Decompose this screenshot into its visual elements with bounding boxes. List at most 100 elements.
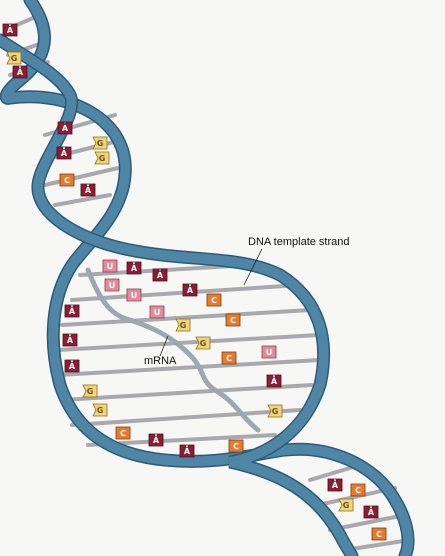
uracil-shape [104, 278, 120, 292]
base-U: U [149, 305, 165, 319]
base-A: A [64, 359, 80, 373]
adenine-shape [327, 478, 343, 492]
mrna-backbone [85, 267, 261, 433]
adenine-shape [56, 146, 72, 160]
base-pair-rung [343, 538, 412, 552]
base-A: A [182, 283, 198, 297]
base-letter: A [157, 271, 164, 280]
base-letter: A [131, 264, 138, 273]
base-U: U [102, 259, 118, 273]
base-letter: G [11, 54, 18, 63]
base-C: C [221, 351, 237, 365]
dna-template-strand-label: DNA template strand [248, 236, 350, 248]
cytosine-shape [115, 426, 131, 440]
base-G: G [267, 404, 283, 418]
base-letter: G [87, 387, 94, 396]
uracil-shape [126, 288, 142, 302]
guanine-shape [6, 51, 22, 65]
base-G: G [175, 318, 191, 332]
base-U: U [104, 278, 120, 292]
base-letter: A [7, 26, 14, 35]
base-letter: A [153, 436, 160, 445]
base-pair-rung [60, 308, 312, 327]
base-A: A [363, 505, 379, 519]
base-U: U [126, 288, 142, 302]
base-letter: A [62, 124, 69, 133]
base-letter: A [67, 336, 74, 345]
base-pair-rung [56, 358, 322, 377]
adenine-shape [152, 268, 168, 282]
base-letter: A [69, 362, 76, 371]
base-A: A [2, 23, 18, 37]
base-G: G [92, 136, 108, 150]
base-letter: U [107, 262, 114, 271]
adenine-shape [148, 433, 164, 447]
base-letter: C [376, 530, 382, 539]
guanine-shape [92, 403, 108, 417]
base-letter: A [184, 447, 191, 456]
base-G: G [6, 51, 22, 65]
adenine-shape [80, 183, 96, 197]
base-A: A [148, 433, 164, 447]
base-C: C [228, 439, 244, 453]
base-A: A [126, 261, 142, 275]
base-G: G [94, 151, 110, 165]
dna-backbone-strand-1 [1, 0, 413, 556]
base-pair-rungs [3, 13, 412, 552]
base-C: C [59, 173, 75, 187]
uracil-shape [261, 345, 277, 359]
adenine-shape [12, 65, 28, 79]
adenine-shape [64, 359, 80, 373]
base-C: C [350, 483, 366, 497]
base-letter: C [211, 296, 217, 305]
cytosine-shape [206, 293, 222, 307]
base-A: A [266, 374, 282, 388]
base-letter: C [230, 316, 236, 325]
dna-label-leader [243, 248, 263, 286]
dna-backbones [0, 0, 415, 556]
cytosine-shape [371, 527, 387, 541]
base-letter: C [355, 486, 361, 495]
base-letter: C [64, 176, 70, 185]
base-A: A [152, 268, 168, 282]
adenine-shape [2, 23, 18, 37]
base-pair-rung [43, 166, 120, 187]
mrna-label-leader [159, 335, 169, 357]
guanine-shape [82, 384, 98, 398]
base-letter: U [266, 348, 273, 357]
cytosine-shape [350, 483, 366, 497]
base-letter: U [109, 281, 116, 290]
base-A: A [80, 183, 96, 197]
base-C: C [225, 313, 241, 327]
base-pair-rung [60, 383, 314, 402]
base-pair-rung [56, 333, 320, 352]
base-letter: G [343, 501, 350, 510]
adenine-shape [266, 374, 282, 388]
adenine-shape [363, 505, 379, 519]
base-A: A [62, 333, 78, 347]
base-A: A [12, 65, 28, 79]
leader-lines [159, 248, 263, 357]
base-letter: C [233, 442, 239, 451]
base-A: A [179, 444, 195, 458]
base-A: A [56, 146, 72, 160]
base-letter: A [187, 286, 194, 295]
base-C: C [371, 527, 387, 541]
base-letter: A [368, 508, 375, 517]
adenine-shape [179, 444, 195, 458]
guanine-shape [338, 498, 354, 512]
base-A: A [57, 121, 73, 135]
base-G: G [195, 336, 211, 350]
base-U: U [261, 345, 277, 359]
base-G: G [92, 403, 108, 417]
base-letter: U [131, 291, 138, 300]
base-pair-rung [70, 408, 302, 427]
base-letter: A [61, 149, 68, 158]
base-letter: G [180, 321, 187, 330]
base-letter: A [85, 186, 92, 195]
base-letter: A [332, 481, 339, 490]
base-letter: U [154, 308, 161, 317]
base-pair-rung [53, 193, 112, 207]
